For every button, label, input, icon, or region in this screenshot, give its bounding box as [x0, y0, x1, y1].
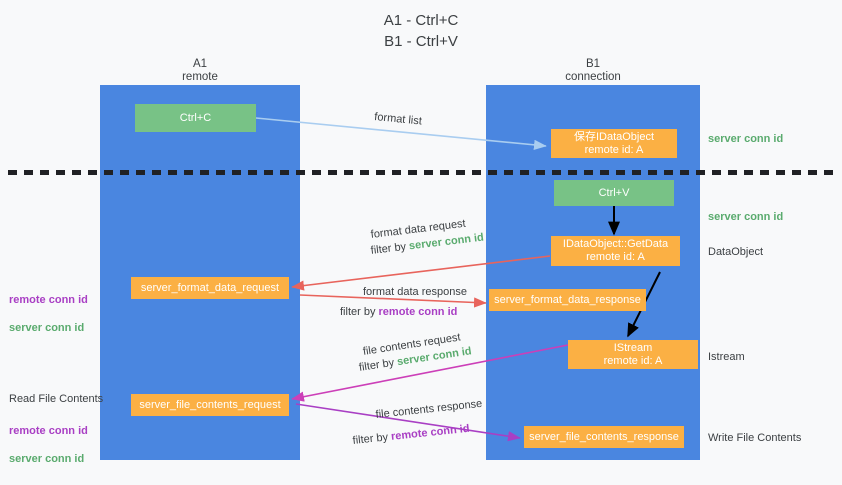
label-remote-conn-id-format: remote conn id	[9, 294, 88, 306]
node-server-file-contents-request[interactable]: server_file_contents_request	[131, 394, 289, 416]
filter-prefix-3: filter by	[358, 356, 399, 374]
edge-label-file-contents-response: file contents response	[375, 397, 483, 421]
lane-header-b1: B1 connection	[565, 58, 621, 83]
label-remote-conn-id-file: remote conn id	[9, 425, 88, 437]
label-format-conn-ids: remote conn id server conn id	[9, 279, 88, 335]
node-istream[interactable]: IStream remote id: A	[568, 340, 698, 369]
node-server-format-data-request[interactable]: server_format_data_request	[131, 277, 289, 299]
filter-prefix-2: filter by	[340, 306, 379, 318]
label-istream: Istream	[708, 351, 745, 363]
filter-prefix-1: filter by	[370, 240, 410, 257]
node-idataobject-getdata[interactable]: IDataObject::GetData remote id: A	[551, 236, 680, 266]
node-server-format-data-response[interactable]: server_format_data_response	[489, 289, 646, 311]
label-server-conn-id-second: server conn id	[708, 211, 784, 223]
page-title: A1 - Ctrl+C B1 - Ctrl+V	[383, 12, 459, 50]
edge-label-format-data-response-filter: filter by remote conn id	[340, 305, 457, 319]
edge-label-format-data-response: format data response	[363, 286, 467, 298]
filter-term-4: remote conn id	[390, 422, 471, 443]
edge-label-file-contents-response-filter: filter by remote conn id	[352, 422, 470, 448]
node-save-idataobject[interactable]: 保存IDataObject remote id: A	[551, 129, 677, 158]
phase-divider	[8, 170, 834, 175]
node-ctrl-v[interactable]: Ctrl+V	[554, 180, 674, 206]
filter-term-2: remote conn id	[378, 306, 458, 318]
label-server-conn-id-format: server conn id	[9, 322, 85, 334]
label-read-file-contents: Read File Contents	[9, 393, 104, 405]
label-write-file-contents: Write File Contents	[708, 432, 802, 444]
node-server-file-contents-response[interactable]: server_file_contents_response	[524, 426, 684, 448]
label-server-conn-id-file: server conn id	[9, 453, 85, 465]
edge-label-format-list: format list	[373, 110, 423, 128]
label-file-conn-ids: remote conn id server conn id	[9, 410, 88, 466]
label-dataobject: DataObject	[708, 246, 764, 258]
lane-header-a1: A1 remote	[182, 58, 218, 83]
filter-prefix-4: filter by	[352, 430, 392, 447]
label-server-conn-id-top: server conn id	[708, 133, 784, 145]
node-ctrl-c[interactable]: Ctrl+C	[135, 104, 256, 132]
